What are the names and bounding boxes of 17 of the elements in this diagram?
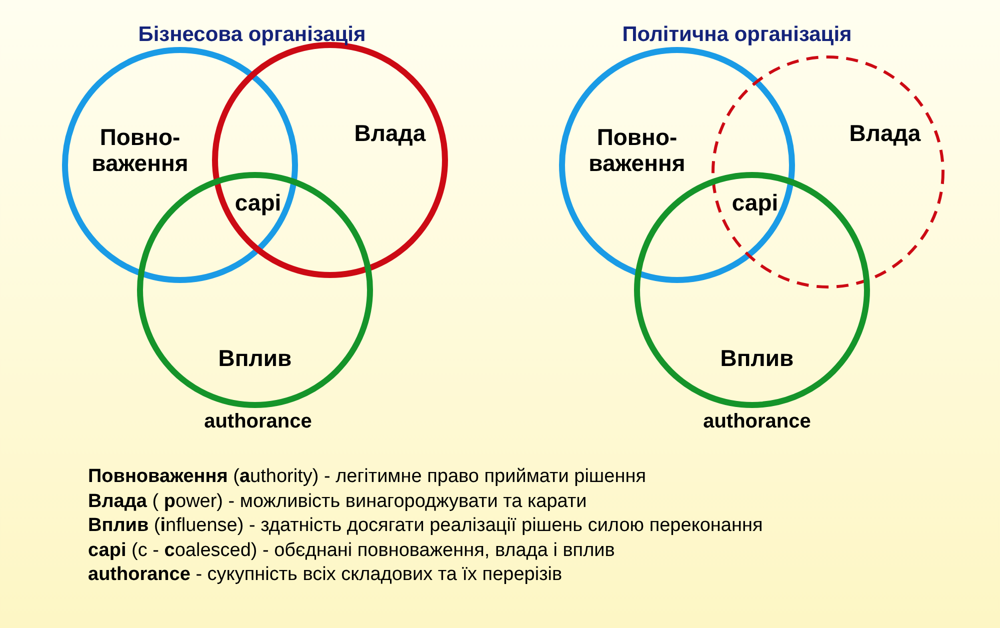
caption-label: authorance xyxy=(204,410,312,434)
diagram-heading: Бізнесова організація xyxy=(138,23,366,47)
definition-text: Повноваження (authority) - легітимне право приймати рішення xyxy=(88,466,646,488)
intersection-label: сарі xyxy=(732,190,778,216)
circle-label: Повно- важення xyxy=(588,124,686,176)
definition-text: Влада ( power) - можливість винагороджувати та карати xyxy=(88,490,587,512)
definition-text: authorance - сукупність всіх складових та їх перерізів xyxy=(88,564,562,586)
circle-label: Влада xyxy=(353,120,427,146)
circle-label: Вплив xyxy=(719,345,795,371)
diagram-heading: Політична організація xyxy=(622,23,852,47)
circle-label: Повно- важення xyxy=(90,124,190,176)
definition-text: сарі (с - coalesced) - обєднані повноваження, влада і вплив xyxy=(88,540,615,562)
caption-label: authorance xyxy=(703,410,811,434)
circle-label: Влада xyxy=(848,120,922,146)
definition-text: Вплив (influense) - здатність досягати реалізації рішень силою переконання xyxy=(88,515,763,537)
circle-label: Вплив xyxy=(217,345,293,371)
intersection-label: сарі xyxy=(234,190,282,216)
